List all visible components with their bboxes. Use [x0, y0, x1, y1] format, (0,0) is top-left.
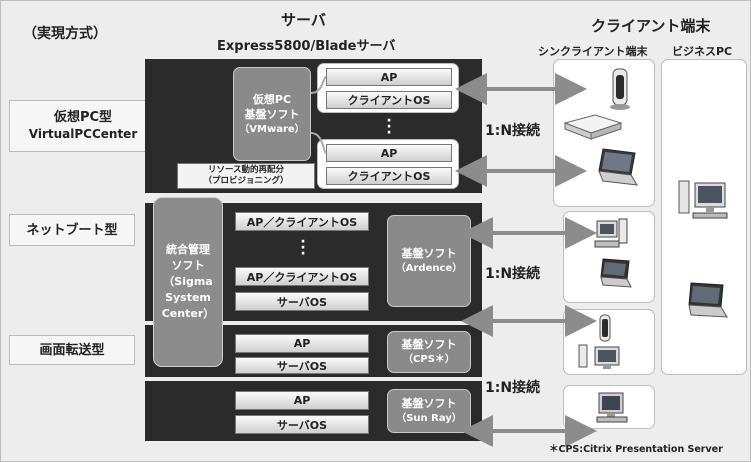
connection-label-3: 1:N接続 — [485, 380, 541, 396]
vm-link-top — [310, 76, 327, 94]
server-subtitle: Express5800/Bladeサーバ — [217, 39, 396, 54]
screen1-desktop-icon — [578, 344, 620, 369]
client-title: クライアント端末 — [591, 17, 711, 35]
vm1-ap: AP — [326, 68, 452, 86]
netboot-infra-line2: （Ardence） — [395, 263, 463, 274]
screen2-infra-software: 基盤ソフト （Sun Ray） — [387, 389, 471, 433]
screen2-server-os: サーバOS — [235, 415, 369, 434]
screen1-infra-software: 基盤ソフト （CPS＊） — [387, 331, 471, 373]
thin-client-tower-icon — [610, 68, 630, 110]
type-netboot: ネットブート型 — [9, 214, 135, 246]
thin-client-label: シンクライアント端末 — [538, 45, 648, 58]
resource-reallocation-box: リソース動的再配分 （プロビジョニング） — [177, 163, 315, 189]
vm-ellipsis: ··· — [386, 113, 392, 141]
type-virtual-pc-line2: VirtualPCCenter — [28, 127, 138, 141]
connection-label-2: 1:N接続 — [485, 266, 541, 282]
vm2-ap: AP — [326, 144, 452, 162]
screen2-infra-line1: 基盤ソフト — [401, 397, 457, 410]
laptop-icon — [598, 148, 638, 186]
netboot-infra-line1: 基盤ソフト — [401, 247, 457, 260]
netboot-server-os: サーバOS — [235, 292, 369, 311]
netboot-ap-os-2: AP／クライアントOS — [235, 267, 369, 286]
vm1-client-os: クライアントOS — [326, 91, 452, 109]
screen1-ap: AP — [235, 334, 369, 353]
server-title: サーバ — [281, 11, 326, 29]
vm2-client-os: クライアントOS — [326, 167, 452, 185]
vm-infra-software: 仮想PC 基盤ソフト （VMware） — [233, 67, 311, 161]
mgmt-line4: System — [165, 291, 211, 304]
resource-line2: （プロビジョニング） — [203, 176, 289, 186]
mgmt-line1: 統合管理 — [166, 243, 210, 256]
desktop-pc-icon — [594, 218, 628, 248]
vm-link-bottom — [310, 132, 327, 154]
sunray-terminal-icon — [596, 392, 628, 423]
mgmt-line3: （Sigma — [163, 275, 213, 288]
netboot-laptop-icon — [600, 258, 632, 288]
resource-line1: リソース動的再配分 — [207, 165, 285, 175]
screen2-ap: AP — [235, 391, 369, 410]
screen1-server-os: サーバOS — [235, 357, 369, 374]
business-desktop-icon — [678, 180, 728, 219]
type-netboot-label: ネットブート型 — [26, 222, 118, 238]
business-laptop-icon — [688, 282, 728, 318]
connection-label-1: 1:N接続 — [485, 123, 541, 139]
mgmt-line5: Center） — [161, 307, 215, 320]
vm-infra-line2: 基盤ソフト — [244, 107, 300, 121]
screen1-infra-line1: 基盤ソフト — [401, 338, 457, 351]
screen2-infra-line2: （Sun Ray） — [396, 413, 462, 424]
type-screen-transfer-label: 画面転送型 — [39, 342, 105, 358]
netboot-ellipsis: ··· — [300, 234, 306, 262]
type-virtual-pc-line1: 仮想PC型 — [53, 110, 113, 125]
thin-client-box-icon — [563, 114, 623, 140]
screen1-thin-client-icon — [599, 314, 611, 342]
screen1-infra-line2: （CPS＊） — [403, 354, 455, 365]
integrated-management-software: 統合管理 ソフト （Sigma System Center） — [153, 197, 223, 367]
netboot-ap-os-1: AP／クライアントOS — [235, 212, 369, 231]
footnote: ＊CPS:Citrix Presentation Server — [549, 444, 723, 455]
vm-infra-line1: 仮想PC — [252, 92, 292, 106]
netboot-infra-software: 基盤ソフト （Ardence） — [387, 215, 471, 307]
mgmt-line2: ソフト — [171, 259, 205, 272]
vm-infra-line3: （VMware） — [239, 123, 305, 135]
method-label: （実現方式） — [23, 26, 107, 42]
type-screen-transfer: 画面転送型 — [9, 335, 135, 365]
business-pc-label: ビジネスPC — [672, 45, 733, 58]
